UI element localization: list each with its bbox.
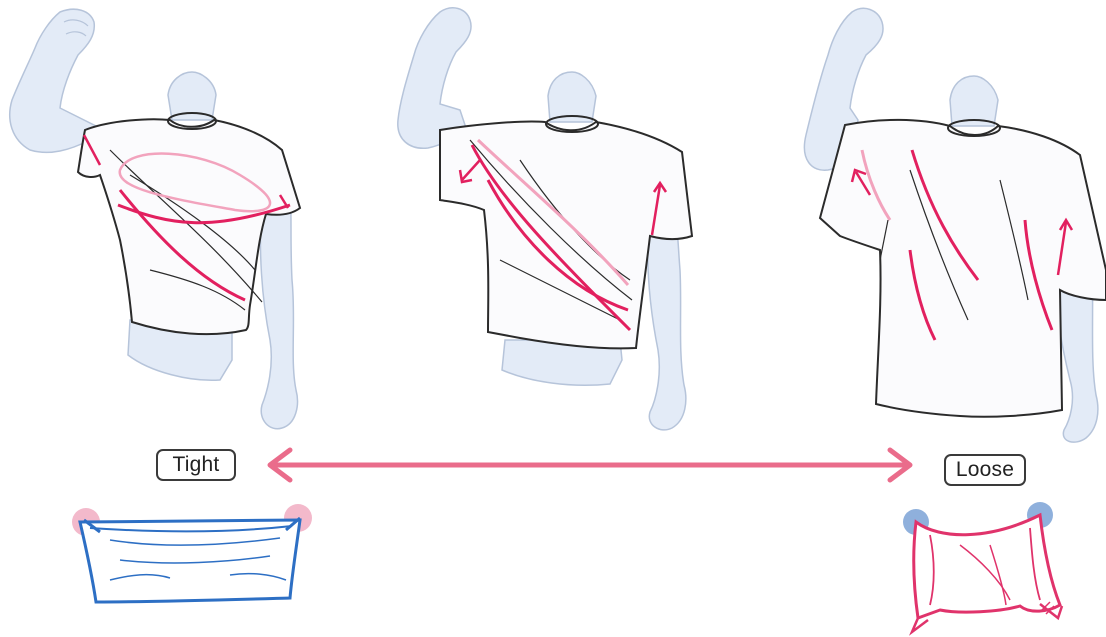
loose-cloth [903, 502, 1062, 632]
figure-regular [398, 8, 692, 430]
figure-tight [10, 9, 300, 429]
neck [950, 76, 998, 126]
neck [548, 72, 596, 122]
figure-loose [804, 8, 1106, 442]
loose-label: Loose [944, 454, 1026, 486]
loose-shirt [820, 120, 1106, 417]
tight-cloth [72, 504, 312, 602]
tight-label: Tight [156, 449, 236, 481]
hanging-arm [260, 190, 297, 429]
tight-loose-scale-arrow [270, 450, 910, 480]
hanging-arm [648, 225, 686, 430]
